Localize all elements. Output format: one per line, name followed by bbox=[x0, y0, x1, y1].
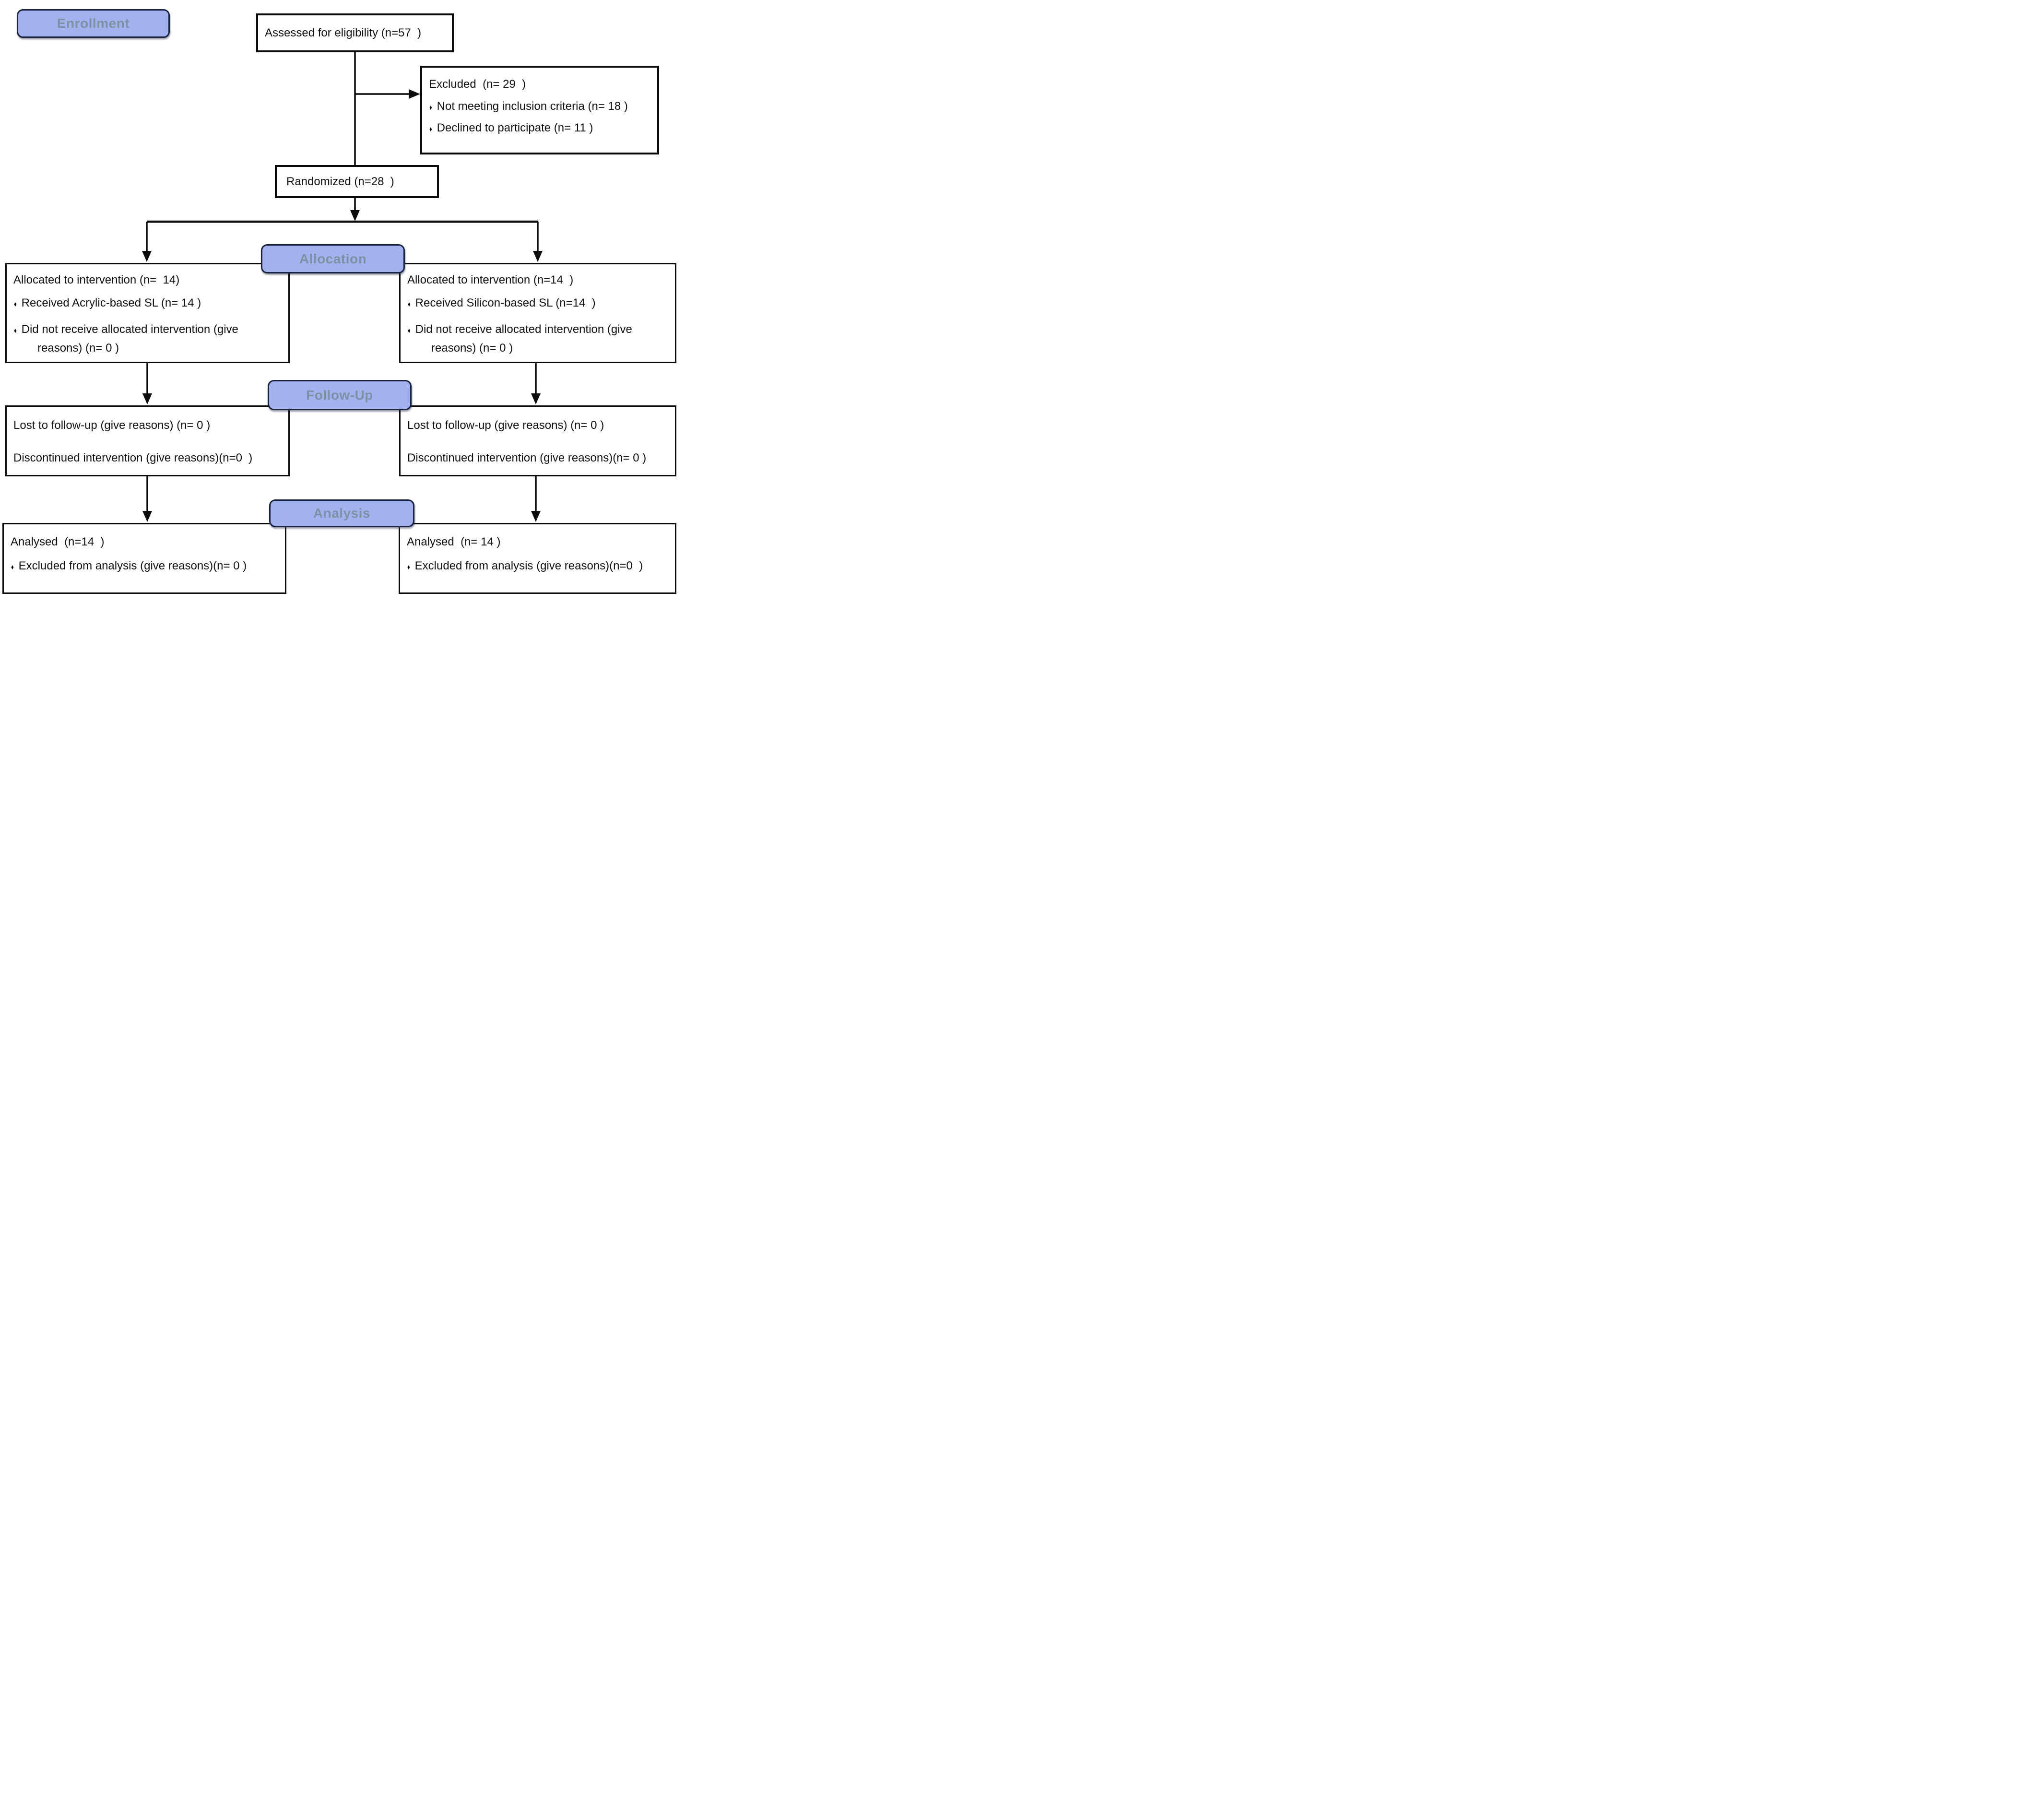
allocation-left-bullet-1-text: Received Acrylic-based SL (n= 14 ) bbox=[21, 296, 201, 309]
assessed-eligibility-box: Assessed for eligibility (n=57 ) bbox=[256, 13, 454, 52]
bullet-diamond-icon: ♦ bbox=[429, 104, 432, 112]
allocation-left-bullet-1: ♦ Received Acrylic-based SL (n= 14 ) bbox=[13, 296, 282, 312]
bullet-diamond-icon: ♦ bbox=[407, 300, 411, 308]
followup-left-box: Lost to follow-up (give reasons) (n= 0 )… bbox=[5, 405, 290, 476]
arrowhead-allocation-left-icon bbox=[142, 251, 152, 262]
followup-left-line-1: Lost to follow-up (give reasons) (n= 0 ) bbox=[13, 419, 211, 432]
enrollment-band: Enrollment bbox=[17, 9, 170, 38]
allocation-right-bullet-2-line1: Did not receive allocated intervention (… bbox=[415, 323, 632, 336]
excluded-box: Excluded (n= 29 ) ♦ Not meeting inclusio… bbox=[420, 66, 659, 154]
analysis-left-box: Analysed (n=14 ) ♦ Excluded from analysi… bbox=[2, 523, 286, 594]
arrowhead-splitter-icon bbox=[350, 210, 360, 221]
followup-left-line-2: Discontinued intervention (give reasons)… bbox=[13, 451, 253, 464]
randomized-text: Randomized (n=28 ) bbox=[286, 175, 394, 188]
followup-band: Follow-Up bbox=[268, 380, 412, 410]
excluded-bullet-2: ♦ Declined to participate (n= 11 ) bbox=[429, 121, 650, 137]
arrowhead-followup-left-icon bbox=[142, 393, 152, 404]
analysis-band: Analysis bbox=[269, 499, 414, 527]
arrowhead-analysis-left-icon bbox=[142, 511, 152, 522]
allocation-right-bullet-1-text: Received Silicon-based SL (n=14 ) bbox=[415, 296, 596, 309]
arrowhead-excluded-icon bbox=[409, 89, 420, 99]
allocation-left-title: Allocated to intervention (n= 14) bbox=[13, 273, 180, 286]
bullet-diamond-icon: ♦ bbox=[407, 563, 410, 571]
excluded-bullet-2-text: Declined to participate (n= 11 ) bbox=[437, 121, 593, 134]
arrowhead-followup-right-icon bbox=[531, 393, 541, 404]
analysis-band-label: Analysis bbox=[313, 506, 371, 521]
analysis-left-bullet-1-text: Excluded from analysis (give reasons)(n=… bbox=[18, 559, 247, 572]
allocation-right-bullet-1: ♦ Received Silicon-based SL (n=14 ) bbox=[407, 296, 668, 312]
allocation-right-bullet-2: ♦ Did not receive allocated intervention… bbox=[407, 322, 668, 338]
enrollment-band-label: Enrollment bbox=[57, 16, 130, 31]
allocation-right-box: Allocated to intervention (n=14 ) ♦ Rece… bbox=[399, 263, 676, 363]
allocation-right-title: Allocated to intervention (n=14 ) bbox=[407, 273, 574, 286]
bullet-diamond-icon: ♦ bbox=[13, 300, 17, 308]
arrowhead-allocation-right-icon bbox=[533, 251, 543, 262]
consort-flow-diagram: Assessed for eligibility (n=57 ) Exclude… bbox=[0, 0, 681, 604]
analysis-right-title: Analysed (n= 14 ) bbox=[407, 535, 501, 548]
assessed-eligibility-text: Assessed for eligibility (n=57 ) bbox=[265, 26, 422, 39]
followup-right-line-1: Lost to follow-up (give reasons) (n= 0 ) bbox=[407, 419, 604, 432]
allocation-left-box: Allocated to intervention (n= 14) ♦ Rece… bbox=[5, 263, 290, 363]
bullet-diamond-icon: ♦ bbox=[11, 563, 14, 571]
allocation-band-label: Allocation bbox=[299, 251, 367, 266]
flow-connectors bbox=[142, 52, 543, 522]
allocation-right-bullet-2-line2: reasons) (n= 0 ) bbox=[431, 342, 513, 355]
arrowhead-analysis-right-icon bbox=[531, 511, 541, 522]
excluded-bullet-1-text: Not meeting inclusion criteria (n= 18 ) bbox=[437, 100, 628, 113]
randomized-box: Randomized (n=28 ) bbox=[275, 165, 439, 198]
excluded-bullet-1: ♦ Not meeting inclusion criteria (n= 18 … bbox=[429, 99, 650, 115]
analysis-right-bullet-1-text: Excluded from analysis (give reasons)(n=… bbox=[414, 559, 643, 572]
analysis-right-box: Analysed (n= 14 ) ♦ Excluded from analys… bbox=[399, 523, 676, 594]
allocation-left-bullet-2-line2: reasons) (n= 0 ) bbox=[37, 342, 119, 355]
allocation-left-bullet-2-line1: Did not receive allocated intervention (… bbox=[21, 323, 238, 336]
analysis-right-bullet-1: ♦ Excluded from analysis (give reasons)(… bbox=[407, 559, 668, 575]
analysis-left-bullet-1: ♦ Excluded from analysis (give reasons)(… bbox=[11, 559, 278, 575]
followup-band-label: Follow-Up bbox=[306, 387, 373, 402]
analysis-left-title: Analysed (n=14 ) bbox=[11, 535, 105, 548]
followup-right-box: Lost to follow-up (give reasons) (n= 0 )… bbox=[399, 405, 676, 476]
bullet-diamond-icon: ♦ bbox=[13, 327, 17, 335]
allocation-left-bullet-2: ♦ Did not receive allocated intervention… bbox=[13, 322, 282, 338]
bullet-diamond-icon: ♦ bbox=[429, 125, 432, 133]
followup-right-line-2: Discontinued intervention (give reasons)… bbox=[407, 451, 647, 464]
excluded-title: Excluded (n= 29 ) bbox=[429, 78, 526, 91]
bullet-diamond-icon: ♦ bbox=[407, 327, 411, 335]
allocation-band: Allocation bbox=[261, 244, 405, 273]
